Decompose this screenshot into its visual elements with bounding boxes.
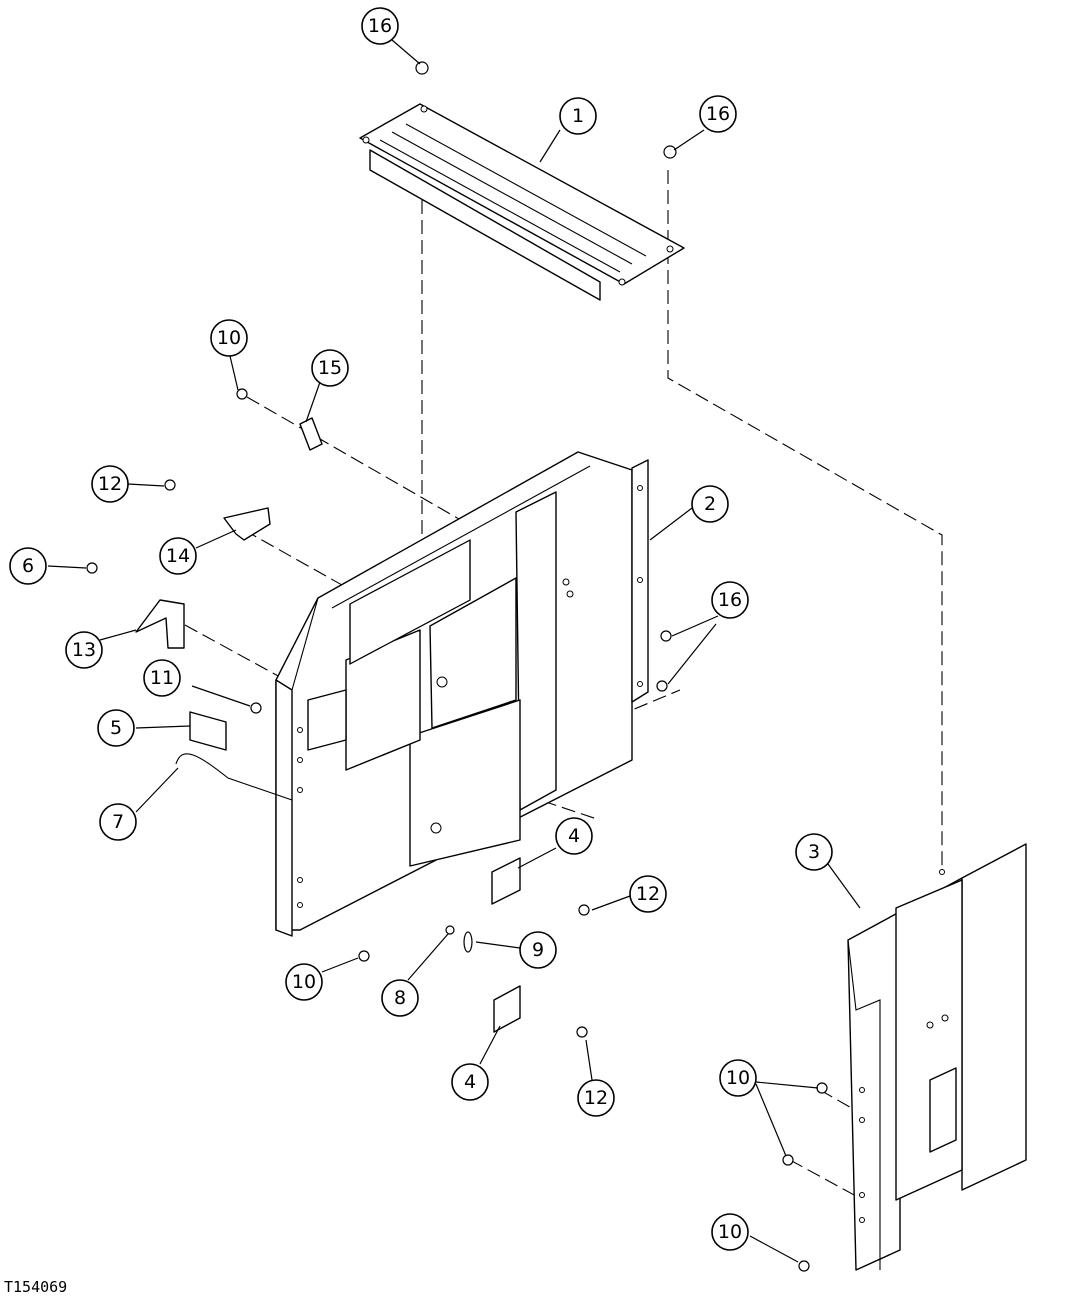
callout-6: 6 xyxy=(9,547,47,585)
callout-8: 8 xyxy=(381,979,419,1017)
callout-14: 14 xyxy=(159,537,197,575)
callout-label: 1 xyxy=(572,105,584,127)
figure-id: T154069 xyxy=(4,1278,67,1296)
callout-2: 2 xyxy=(691,485,729,523)
callout-15: 15 xyxy=(311,349,349,387)
callout-label: 8 xyxy=(394,987,406,1009)
part-7-wire xyxy=(175,753,293,801)
callout-label: 13 xyxy=(72,639,96,661)
callout-label: 16 xyxy=(718,589,742,611)
fasteners xyxy=(86,61,828,1272)
callout-10-lower-left: 10 xyxy=(285,963,323,1001)
callout-label: 5 xyxy=(110,717,122,739)
callout-label: 12 xyxy=(636,883,660,905)
callout-label: 10 xyxy=(217,327,241,349)
part-5-plate xyxy=(189,711,227,751)
callout-10-right: 10 xyxy=(719,1059,757,1097)
callout-label: 11 xyxy=(150,667,174,689)
callout-label: 4 xyxy=(464,1071,476,1093)
callout-label: 12 xyxy=(98,473,122,495)
callout-10-upper: 10 xyxy=(210,319,248,357)
part-13-bracket xyxy=(135,599,185,649)
callout-3: 3 xyxy=(795,833,833,871)
part-2-main-panel xyxy=(275,451,649,937)
callout-9: 9 xyxy=(519,931,557,969)
part-8-9-seal xyxy=(445,925,473,953)
callout-1: 1 xyxy=(559,97,597,135)
callout-12-left: 12 xyxy=(91,465,129,503)
callout-label: 10 xyxy=(718,1221,742,1243)
callout-4-lower: 4 xyxy=(451,1063,489,1101)
part-3-side-panel xyxy=(847,843,1027,1271)
callout-label: 2 xyxy=(704,493,716,515)
callout-label: 10 xyxy=(726,1067,750,1089)
part-15-clip xyxy=(299,417,323,451)
callout-16-right: 16 xyxy=(699,95,737,133)
callout-label: 3 xyxy=(808,841,820,863)
part-14-bracket xyxy=(223,507,271,541)
callout-12-mid: 12 xyxy=(629,875,667,913)
callout-label: 14 xyxy=(166,545,190,567)
callout-11: 11 xyxy=(143,659,181,697)
callout-4-upper: 4 xyxy=(555,817,593,855)
callout-16-mid: 16 xyxy=(711,581,749,619)
callout-label: 4 xyxy=(568,825,580,847)
callout-label: 12 xyxy=(584,1087,608,1109)
callout-label: 16 xyxy=(368,15,392,37)
callout-10-bottom: 10 xyxy=(711,1213,749,1251)
callout-5: 5 xyxy=(97,709,135,747)
callout-label: 16 xyxy=(706,103,730,125)
callout-12-lower: 12 xyxy=(577,1079,615,1117)
part-1-top-bracket xyxy=(359,103,685,301)
part-4-plates xyxy=(491,857,521,1033)
callout-13: 13 xyxy=(65,631,103,669)
callout-label: 15 xyxy=(318,357,342,379)
callout-label: 9 xyxy=(532,939,544,961)
callout-label: 6 xyxy=(22,555,34,577)
callout-16-top: 16 xyxy=(361,7,399,45)
leader-lines xyxy=(47,39,861,1263)
callout-label: 7 xyxy=(112,811,124,833)
callout-7: 7 xyxy=(99,803,137,841)
callout-label: 10 xyxy=(292,971,316,993)
